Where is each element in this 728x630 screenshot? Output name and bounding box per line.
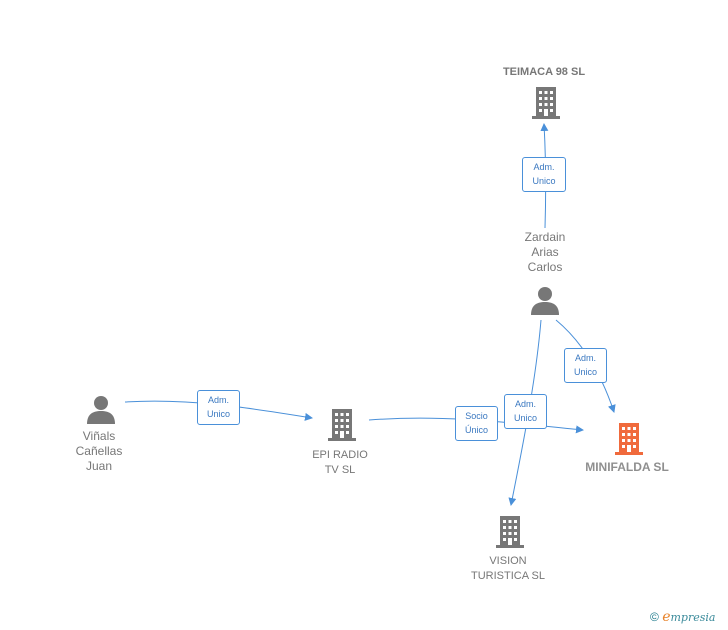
relation-label-zardain-minifalda: Adm. Unico (564, 348, 607, 383)
node-label-epi: EPI RADIO TV SL (312, 449, 368, 476)
node-label-vision: VISION TURISTICA SL (471, 555, 545, 582)
footer-watermark: © empresia (650, 609, 715, 625)
brand-logo-mark: e (662, 609, 671, 625)
person-icon (87, 396, 115, 424)
brand-name: mpresia (670, 611, 716, 624)
relation-label-vinals-epi: Adm. Unico (197, 390, 240, 425)
copyright-symbol: © (650, 610, 659, 624)
node-label-teimaca: TEIMACA 98 SL (502, 66, 586, 78)
building-icon (328, 409, 356, 441)
node-label-minifalda: MINIFALDA SL (585, 460, 669, 474)
building-icon (496, 516, 524, 548)
node-label-zardain: Zardain Arias Carlos (524, 230, 566, 274)
relation-label-epi-minifalda: Socio Único (455, 406, 498, 441)
person-icon (531, 287, 559, 315)
node-label-vinals: Viñals Cañellas Juan (75, 429, 123, 473)
relation-label-zardain-teimaca: Adm. Unico (522, 157, 566, 192)
relation-label-zardain-vision: Adm. Unico (504, 394, 547, 429)
building-icon (532, 87, 560, 119)
building-icon (615, 423, 643, 455)
